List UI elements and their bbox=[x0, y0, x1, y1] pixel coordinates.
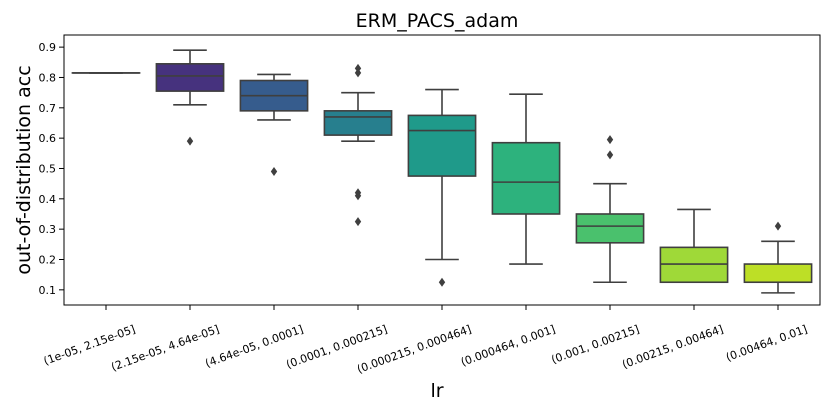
y-tick-label: 0.8 bbox=[39, 71, 57, 84]
box bbox=[743, 263, 813, 284]
outlier-point bbox=[186, 136, 194, 146]
plot-frame bbox=[63, 34, 821, 306]
box bbox=[155, 63, 225, 92]
y-tick-label: 0.9 bbox=[39, 41, 57, 54]
outlier-point bbox=[606, 135, 614, 145]
y-tick-label: 0.5 bbox=[39, 162, 57, 175]
box bbox=[575, 213, 645, 244]
box bbox=[323, 110, 393, 136]
plot-area: 0.10.20.30.40.50.60.70.80.9(1e-05, 2.15e… bbox=[39, 34, 821, 376]
y-tick-label: 0.3 bbox=[39, 223, 57, 236]
y-tick-label: 0.2 bbox=[39, 253, 57, 266]
x-tick-label: (0.000464, 0.001] bbox=[459, 323, 557, 369]
chart-title: ERM_PACS_adam bbox=[356, 10, 519, 32]
outlier-point bbox=[270, 167, 278, 177]
outlier-point bbox=[774, 221, 782, 231]
box bbox=[407, 114, 477, 177]
x-tick-label: (0.00464, 0.01] bbox=[724, 323, 809, 364]
outlier-point bbox=[354, 68, 362, 78]
y-tick-label: 0.7 bbox=[39, 102, 57, 115]
x-axis-label: lr bbox=[430, 380, 443, 402]
outlier-point bbox=[438, 277, 446, 287]
outlier-point bbox=[354, 191, 362, 201]
y-tick-label: 0.1 bbox=[39, 284, 57, 297]
outlier-point bbox=[354, 217, 362, 227]
outlier-point bbox=[354, 63, 362, 73]
box bbox=[491, 141, 561, 215]
y-tick-label: 0.6 bbox=[39, 132, 57, 145]
outlier-point bbox=[606, 150, 614, 160]
y-axis-label: out-of-distribution acc bbox=[13, 65, 35, 274]
y-tick-label: 0.4 bbox=[39, 193, 57, 206]
